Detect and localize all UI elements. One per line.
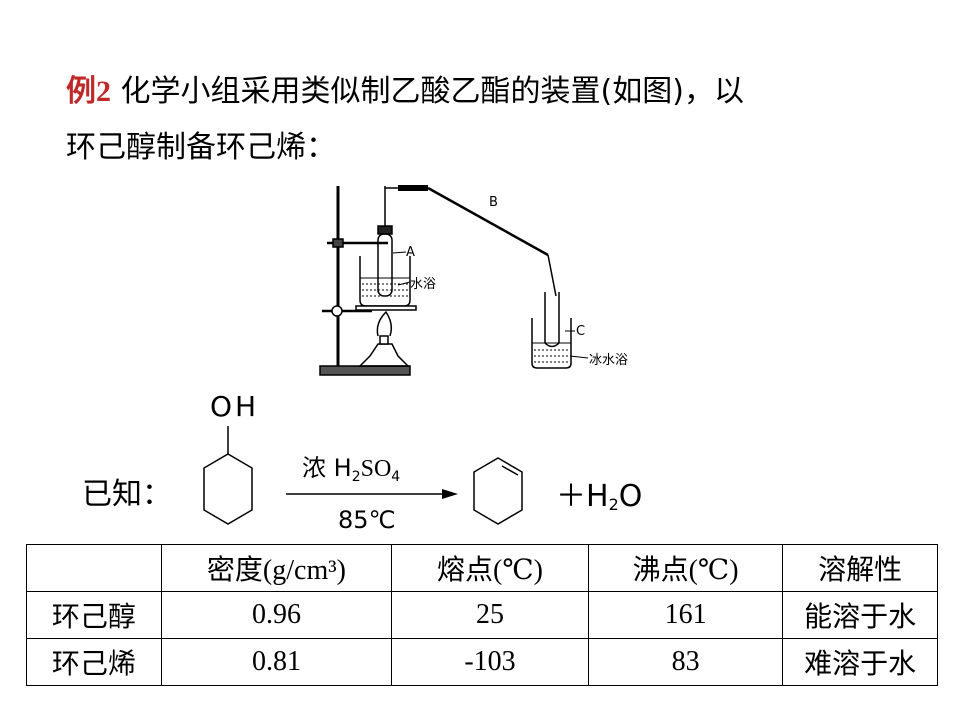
example-label: 例2 — [66, 74, 111, 109]
question-line-1-text: 化学小组采用类似制乙酸乙酯的装置(如图)，以 — [120, 74, 744, 109]
label-a: A — [406, 245, 415, 260]
apparatus-diagram: A B 水浴 C 冰水浴 — [319, 185, 628, 376]
reaction-scheme: 已知： OH 浓 H2SO4 85℃ ＋H2O — [82, 390, 642, 534]
header-cell-boiling-point: 沸点(℃) — [587, 544, 784, 592]
table-cell: 能溶于水 — [782, 591, 938, 639]
properties-table: 密度(g/cm³) 熔点(℃) 沸点(℃) 溶解性 环己醇 0.96 25 16… — [26, 544, 938, 686]
header-cell-solubility: 溶解性 — [782, 544, 938, 592]
table-cell: 环己烯 — [26, 638, 162, 686]
delivery-tube-b — [427, 186, 549, 257]
example-number: 2 — [96, 75, 111, 108]
table-cell: 83 — [587, 638, 784, 686]
stand-base — [319, 365, 411, 376]
table-cell: 难溶于水 — [782, 638, 938, 686]
condition-label: 85℃ — [338, 506, 396, 534]
label-b: B — [489, 195, 498, 210]
hydroxyl-label: OH — [210, 390, 259, 423]
alcohol-lamp — [358, 343, 410, 367]
table-cell: -103 — [391, 638, 589, 686]
table-cell: 0.96 — [160, 591, 393, 639]
question-line-2: 环己醇制备环己烯： — [66, 130, 336, 165]
table-cell: 环己醇 — [26, 591, 162, 639]
label-water-bath: 水浴 — [410, 277, 436, 292]
label-c: C — [576, 324, 585, 339]
flame — [376, 310, 393, 337]
table-cell: 0.81 — [160, 638, 393, 686]
header-cell-melting-point: 熔点(℃) — [391, 544, 589, 592]
label-ice-water-bath: 冰水浴 — [589, 353, 628, 368]
table-row: 环己醇 0.96 25 161 能溶于水 — [26, 591, 938, 639]
question-text: 例2 化学小组采用类似制乙酸乙酯的装置(如图)，以 环己醇制备环己烯： — [66, 64, 926, 176]
table-row: 环己烯 0.81 -103 83 难溶于水 — [26, 638, 938, 686]
table-cell: 161 — [587, 591, 784, 639]
beaker-ice-bath — [531, 318, 572, 369]
table-cell: 25 — [391, 591, 589, 639]
test-tube-c — [544, 292, 560, 348]
cyclohexene-ring — [473, 457, 523, 525]
known-label: 已知： — [82, 477, 172, 512]
reaction-arrowhead — [442, 489, 458, 499]
header-cell-empty — [26, 544, 162, 592]
water-product: ＋H2O — [556, 479, 642, 514]
header-cell-density: 密度(g/cm³) — [160, 544, 393, 592]
beaker-water-bath — [359, 256, 411, 307]
test-tube-a — [377, 233, 393, 297]
stopper — [377, 225, 393, 235]
question-line-1: 例2 化学小组采用类似制乙酸乙酯的装置(如图)，以 — [66, 64, 926, 120]
example-word: 例 — [66, 74, 96, 109]
table-header-row: 密度(g/cm³) 熔点(℃) 沸点(℃) 溶解性 — [26, 544, 938, 592]
reagent-label: 浓 H2SO4 — [302, 454, 400, 485]
cyclohexanol-ring — [203, 426, 253, 525]
